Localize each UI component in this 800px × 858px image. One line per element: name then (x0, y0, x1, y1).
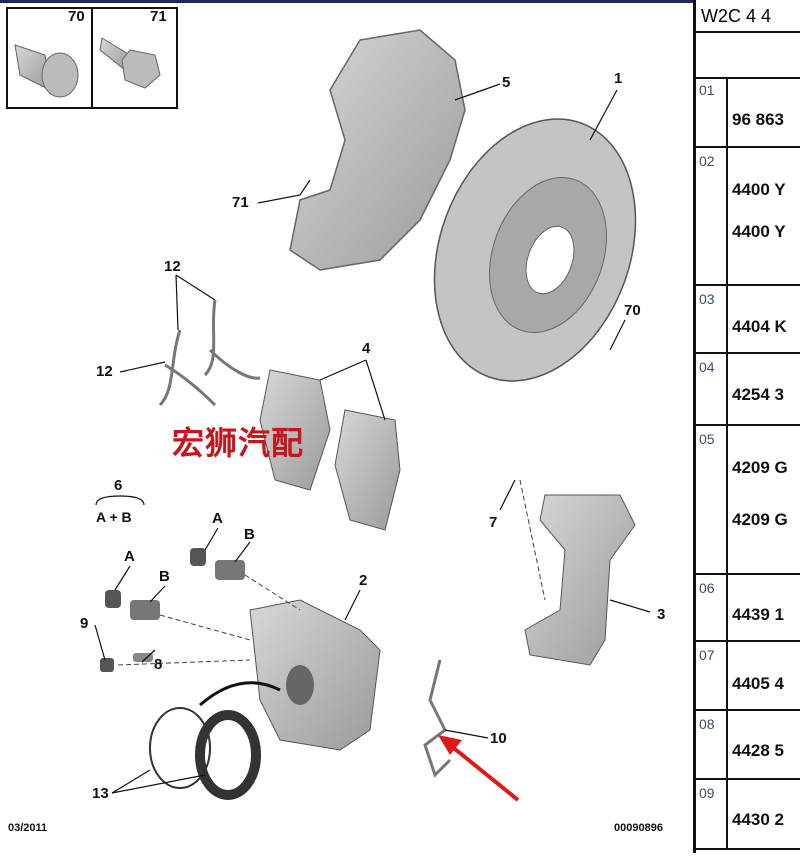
row-number: 07 (696, 642, 728, 709)
brake-disc (433, 118, 637, 382)
table-row: 01 96 863 (696, 77, 800, 148)
part-reference: 4209 G (732, 510, 788, 529)
label-9: 9 (80, 615, 89, 632)
table-row: 08 4428 5 (696, 711, 800, 780)
row-number: 03 (696, 286, 728, 352)
table-row: 02 4400 Y 4400 Y (696, 148, 800, 286)
row-number: 01 (696, 77, 728, 146)
part-reference: 4400 Y (732, 180, 786, 199)
label-70-box: 70 (68, 8, 85, 25)
table-row: 06 4439 1 (696, 575, 800, 642)
row-number: 05 (696, 426, 728, 573)
row-number: 08 (696, 711, 728, 778)
screw-box-70 (6, 7, 93, 109)
diagram-code: 00090896 (614, 822, 663, 834)
screw-box-71 (91, 7, 178, 109)
part-reference: 4439 1 (732, 605, 784, 624)
table-row: 03 4404 K (696, 286, 800, 354)
label-a-upper: A (212, 510, 223, 527)
label-4: 4 (362, 340, 371, 357)
parts-illustration (6, 7, 651, 802)
part-reference: 4404 K (732, 317, 787, 336)
dust-shield (289, 29, 466, 271)
seal-ring (149, 707, 211, 789)
label-b-lower: B (159, 568, 170, 585)
spring-clip (423, 659, 452, 778)
parts-diagram: 70 71 1 5 71 70 12 12 4 6 A + B 7 3 2 A … (0, 0, 693, 834)
brake-caliper (249, 599, 381, 751)
row-number: 02 (696, 148, 728, 284)
part-reference: 4400 Y (732, 222, 786, 241)
part-reference: 4430 2 (732, 810, 784, 829)
part-reference: 4254 3 (732, 385, 784, 404)
top-border (0, 0, 693, 3)
watermark: 宏狮汽配 (172, 424, 305, 462)
row-number: 09 (696, 780, 728, 848)
brake-pad-2 (334, 409, 401, 531)
red-arrow-icon (438, 735, 520, 802)
label-2: 2 (359, 572, 368, 589)
label-12-left: 12 (96, 363, 113, 380)
diagram-date: 03/2011 (8, 822, 48, 834)
table-row: 05 4209 G 4209 G (696, 426, 800, 575)
wear-sensor-cables (158, 299, 261, 407)
part-reference: 96 863 (732, 110, 784, 129)
part-reference: 4209 G (732, 458, 788, 477)
table-row: 09 4430 2 (696, 780, 800, 850)
label-71: 71 (232, 194, 249, 211)
label-8: 8 (154, 656, 163, 673)
part-reference: 4428 5 (732, 741, 784, 760)
label-3: 3 (657, 606, 666, 623)
label-13: 13 (92, 785, 109, 802)
table-header: W2C 4 4 (696, 0, 800, 33)
label-70: 70 (624, 302, 641, 319)
table-row: 04 4254 3 (696, 354, 800, 426)
parts-reference-table: W2C 4 4 01 96 863 02 4400 Y 4400 Y 03 44… (693, 0, 800, 853)
guide-pins (100, 548, 245, 672)
label-6: 6 (114, 477, 123, 494)
label-5: 5 (502, 74, 511, 91)
label-10: 10 (490, 730, 507, 747)
label-7: 7 (489, 514, 498, 531)
row-number: 04 (696, 354, 728, 424)
leader-lines (94, 83, 651, 794)
label-a-lower: A (124, 548, 135, 565)
label-12-top: 12 (164, 258, 181, 275)
caliper-bracket (524, 494, 636, 666)
piston-seal (195, 710, 261, 800)
label-71-box: 71 (150, 8, 167, 25)
label-1: 1 (614, 70, 623, 87)
row-number: 06 (696, 575, 728, 640)
part-reference: 4405 4 (732, 674, 784, 693)
table-row: 07 4405 4 (696, 642, 800, 711)
table-blank-row (696, 35, 800, 79)
label-a-plus-b: A + B (96, 509, 132, 525)
label-b-upper: B (244, 526, 255, 543)
